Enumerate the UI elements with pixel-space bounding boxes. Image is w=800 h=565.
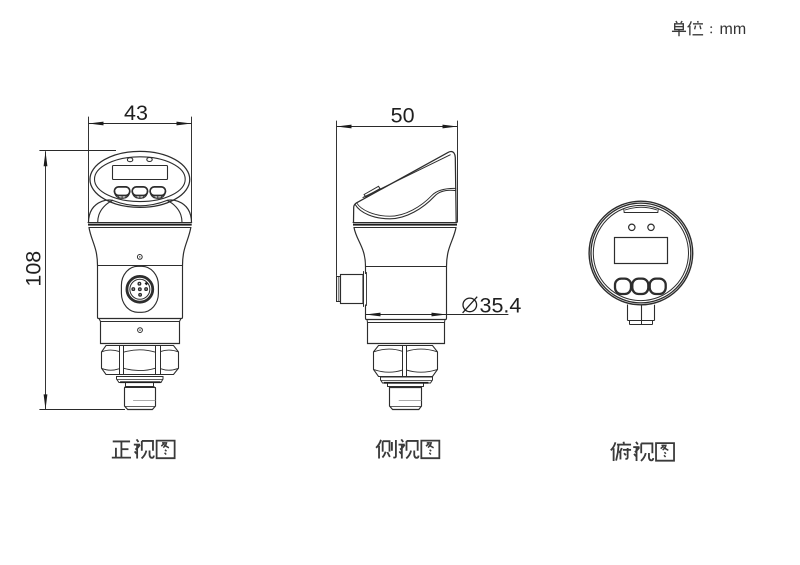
- svg-text:mm: mm: [720, 21, 747, 38]
- svg-text:43: 43: [124, 101, 148, 125]
- svg-text:35.4: 35.4: [480, 293, 522, 317]
- svg-text:50: 50: [391, 104, 415, 128]
- svg-text:108: 108: [21, 251, 45, 287]
